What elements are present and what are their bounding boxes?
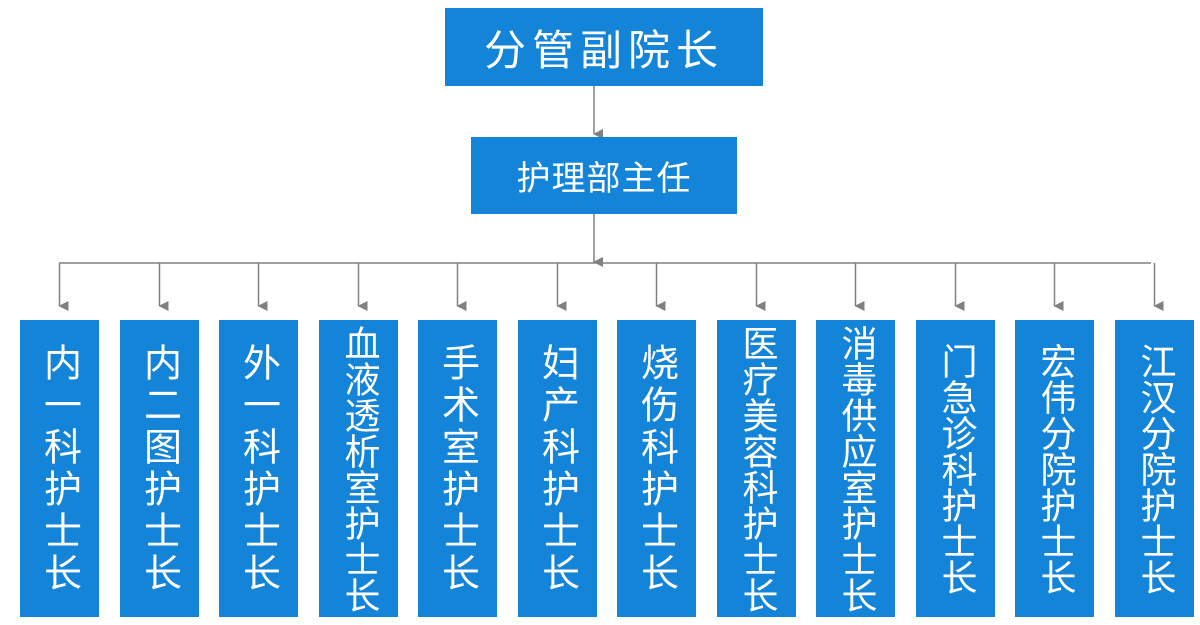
department-box-11: 宏伟分院护士长: [1015, 320, 1094, 617]
department-box-10: 门急诊科护士长: [916, 320, 995, 617]
department-label: 手术室护士长: [435, 342, 480, 595]
department-label: 烧伤科护士长: [634, 342, 679, 595]
department-label: 内二图护士长: [137, 342, 182, 595]
department-label: 医疗美容科护士长: [736, 324, 778, 613]
department-box-12: 江汉分院护士长: [1115, 320, 1194, 617]
connector-drops: [58, 263, 1164, 311]
department-box-4: 血液透析室护士长: [319, 320, 398, 617]
department-label: 江汉分院护士长: [1134, 342, 1176, 595]
department-label: 外一科护士长: [236, 342, 281, 595]
deputy-director-box: 分管副院长: [445, 8, 763, 86]
nursing-director-box: 护理部主任: [471, 137, 737, 214]
department-label: 血液透析室护士长: [338, 324, 380, 613]
department-box-5: 手术室护士长: [418, 320, 497, 617]
department-label: 消毒供应室护士长: [835, 324, 877, 613]
nursing-director-label: 护理部主任: [516, 159, 692, 199]
department-box-8: 医疗美容科护士长: [717, 320, 796, 617]
department-label: 宏伟分院护士长: [1034, 342, 1076, 595]
department-box-1: 内一科护士长: [20, 320, 99, 617]
department-box-3: 外一科护士长: [219, 320, 298, 617]
department-label: 内一科护士长: [37, 342, 82, 595]
department-box-7: 烧伤科护士长: [617, 320, 696, 617]
department-box-2: 内二图护士长: [120, 320, 199, 617]
department-box-6: 妇产科护士长: [518, 320, 597, 617]
department-label: 妇产科护士长: [535, 342, 580, 595]
department-box-9: 消毒供应室护士长: [816, 320, 895, 617]
deputy-director-label: 分管副院长: [483, 25, 724, 75]
department-label: 门急诊科护士长: [935, 342, 977, 595]
